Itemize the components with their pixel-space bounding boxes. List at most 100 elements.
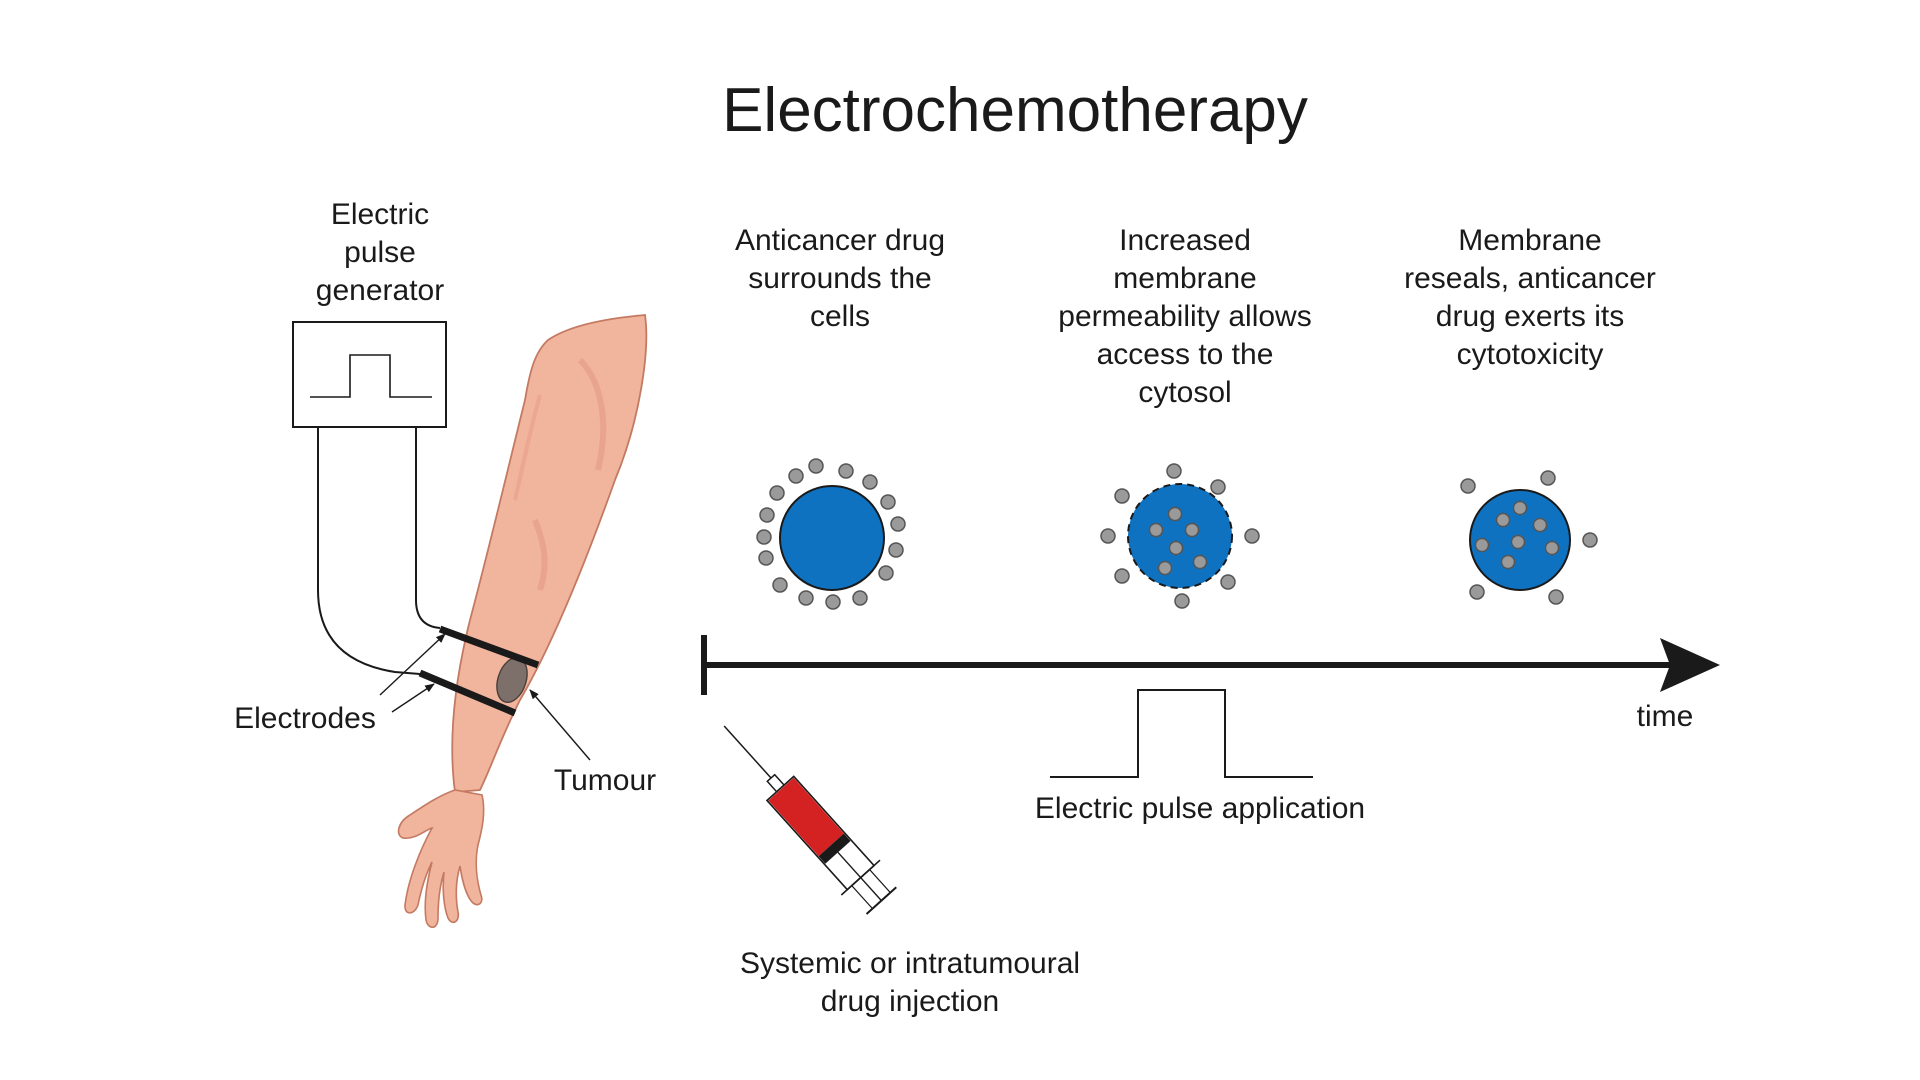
stage-2-line: Increased <box>1119 224 1251 257</box>
electrodes-label: Electrodes <box>234 702 376 735</box>
drug-molecule <box>1157 560 1173 576</box>
cell-body <box>1127 483 1233 589</box>
drug-molecule <box>838 463 854 479</box>
syringe-plunger-rod <box>837 851 882 902</box>
drug-molecule <box>1582 532 1598 548</box>
stage-2-line: access to the <box>1096 338 1274 372</box>
drug-molecule <box>1544 540 1560 556</box>
injection-label-line: Systemic or intratumoural <box>739 947 1081 980</box>
tumour-pointer <box>529 689 591 761</box>
syringe-finger-grip <box>840 859 881 896</box>
drug-molecule <box>1114 488 1130 504</box>
stage-3-description: Membrane reseals, anticancer drug exerts… <box>1365 222 1695 374</box>
injection-label: Systemic or intratumoural drug injection <box>700 945 1120 1021</box>
stage-3-line: drug exerts its <box>1435 300 1625 334</box>
drug-molecule <box>1184 522 1200 538</box>
drug-molecule <box>1167 506 1183 522</box>
pulse-generator <box>292 321 447 428</box>
drug-molecule <box>1220 574 1236 590</box>
stage-1-line: cells <box>809 300 870 334</box>
stage-3-line: cytotoxicity <box>1456 338 1604 372</box>
stage-2-description: Increased membrane permeability allows a… <box>1020 222 1350 412</box>
drug-molecule <box>1148 522 1164 538</box>
generator-label-line: pulse <box>344 236 416 270</box>
arm-shape <box>451 314 648 793</box>
drug-molecule <box>1532 517 1548 533</box>
stage-3-line: reseals, anticancer <box>1404 262 1656 296</box>
drug-molecule <box>1512 500 1528 516</box>
syringe-plunger-seal <box>818 833 851 864</box>
arm-muscle-shading <box>577 357 607 471</box>
drug-molecule <box>788 468 804 484</box>
drug-molecule <box>1114 568 1130 584</box>
cell-body <box>779 485 885 591</box>
drug-molecule <box>1460 478 1476 494</box>
tumour-label: Tumour <box>553 764 657 797</box>
drug-molecule <box>888 542 904 558</box>
drug-molecule <box>808 458 824 474</box>
electrode-lower <box>418 669 517 717</box>
syringe-plunger-edge <box>851 885 873 910</box>
generator-label-line: Electric <box>330 198 430 231</box>
drug-molecule <box>890 516 906 532</box>
drug-molecule <box>1469 584 1485 600</box>
drug-molecule <box>1168 540 1184 556</box>
electrode-pointer <box>391 683 435 713</box>
hand-shape <box>397 789 485 929</box>
stage-2-line: membrane <box>1113 262 1257 296</box>
drug-molecule <box>1495 512 1511 528</box>
drug-molecule <box>862 474 878 490</box>
generator-pulse-icon <box>310 354 432 398</box>
drug-molecule <box>825 594 841 610</box>
cell-stage-3 <box>1460 470 1598 605</box>
stage-1-line: Anticancer drug <box>734 224 946 257</box>
syringe-drug <box>768 777 844 857</box>
stage-2-line: permeability allows <box>1058 300 1312 334</box>
syringe-thumb-rest <box>865 886 897 915</box>
electrode-pointer <box>379 633 446 696</box>
cell-stage-2 <box>1100 463 1260 609</box>
diagram-title: Electrochemotherapy <box>722 76 1308 145</box>
injection-label-line: drug injection <box>820 985 1000 1019</box>
drug-molecule <box>769 485 785 501</box>
drug-molecule <box>759 507 775 523</box>
cell-stage-1 <box>756 458 906 610</box>
drug-molecule <box>1474 537 1490 553</box>
syringe <box>723 725 897 915</box>
drug-molecule <box>756 529 772 545</box>
time-label: time <box>1636 700 1694 733</box>
wire-upper <box>415 427 441 629</box>
drug-molecule <box>1210 479 1226 495</box>
drug-molecule <box>1510 534 1526 550</box>
drug-molecule <box>758 550 774 566</box>
wire-lower <box>317 427 421 675</box>
drug-molecule <box>1244 528 1260 544</box>
syringe-needle <box>723 725 772 779</box>
drug-molecule <box>852 590 868 606</box>
generator-label: Electric pulse generator <box>255 196 505 310</box>
generator-box <box>292 321 447 428</box>
drug-molecule <box>798 590 814 606</box>
drug-molecule <box>1500 554 1516 570</box>
timeline-arrowhead <box>1660 638 1720 692</box>
drug-molecule <box>1192 554 1208 570</box>
arm-muscle-shading <box>532 518 548 591</box>
arm-muscle-shading <box>513 394 542 501</box>
stage-1-description: Anticancer drug surrounds the cells <box>690 222 990 336</box>
drug-molecule <box>1548 589 1564 605</box>
pulse-application-label: Electric pulse application <box>1034 792 1366 825</box>
drug-molecule <box>880 494 896 510</box>
generator-label-line: generator <box>315 274 445 308</box>
drug-molecule <box>1166 463 1182 479</box>
syringe-plunger-edge <box>869 869 891 893</box>
stage-3-line: Membrane <box>1458 224 1602 257</box>
drug-molecule <box>772 577 788 593</box>
stage-1-line: surrounds the <box>748 262 932 296</box>
arm-illustration <box>397 314 648 929</box>
drug-molecule <box>1540 470 1556 486</box>
drug-molecule <box>878 565 894 581</box>
electric-pulse-waveform <box>1050 689 1313 778</box>
stage-2-line: cytosol <box>1138 376 1232 410</box>
